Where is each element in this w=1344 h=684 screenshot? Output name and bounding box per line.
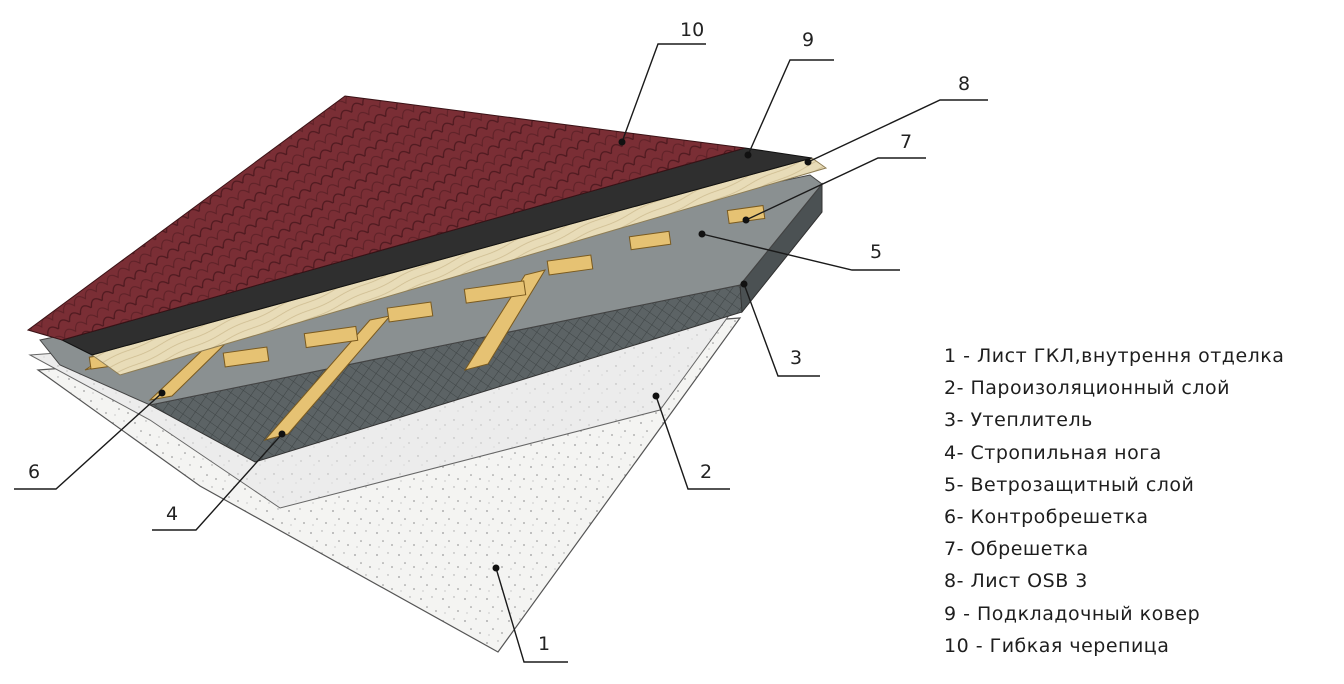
batten (222, 346, 270, 368)
legend-item-5: 5- Ветрозащитный слой (944, 473, 1195, 496)
batten (546, 254, 594, 276)
legend-item-1: 1 - Лист ГКЛ,внутрення отделка (944, 345, 1285, 367)
legend-item-3: 3- Утеплитель (944, 409, 1093, 432)
leader-9 (747, 59, 834, 156)
callout-6: 6 (28, 461, 40, 483)
layers-legend: 1 - Лист ГКЛ,внутрення отделка 2- Пароиз… (944, 340, 1284, 662)
legend-item-9: 9 - Подкладочный ковер (944, 602, 1201, 625)
callout-9: 9 (802, 29, 814, 51)
batten (386, 301, 434, 323)
shingles-layer (26, 95, 746, 341)
legend-item-4: 4- Стропильная нога (944, 441, 1162, 464)
leader-7 (745, 157, 926, 221)
leader-8 (807, 99, 988, 163)
legend-item-7: 7- Обрешетка (944, 538, 1089, 561)
callout-3: 3 (790, 347, 802, 369)
callout-8: 8 (958, 73, 970, 95)
legend-item-6: 6- Контробрешетка (944, 505, 1149, 528)
legend-item-2: 2- Пароизоляционный слой (944, 377, 1230, 400)
leader-2 (655, 395, 730, 490)
callout-7: 7 (900, 131, 912, 153)
leader-lines (14, 43, 988, 663)
callout-4: 4 (166, 503, 178, 525)
leader-4 (152, 433, 283, 531)
wind-barrier-layer (39, 174, 823, 406)
legend-item-10: 10 - Гибкая черепица (944, 634, 1170, 657)
batten (303, 325, 359, 349)
batten (463, 280, 527, 304)
callout-2: 2 (700, 461, 712, 483)
legend-item-8: 8- Лист OSB 3 (944, 570, 1088, 593)
callout-5: 5 (870, 241, 882, 263)
leader-3 (743, 283, 820, 377)
leader-dots (158, 138, 812, 572)
leader-6 (14, 392, 163, 490)
callout-10: 10 (680, 19, 704, 41)
leader-5 (701, 233, 900, 271)
batten (628, 230, 672, 251)
callout-1: 1 (538, 633, 550, 655)
leader-10 (621, 43, 706, 143)
leader-1 (495, 567, 568, 663)
